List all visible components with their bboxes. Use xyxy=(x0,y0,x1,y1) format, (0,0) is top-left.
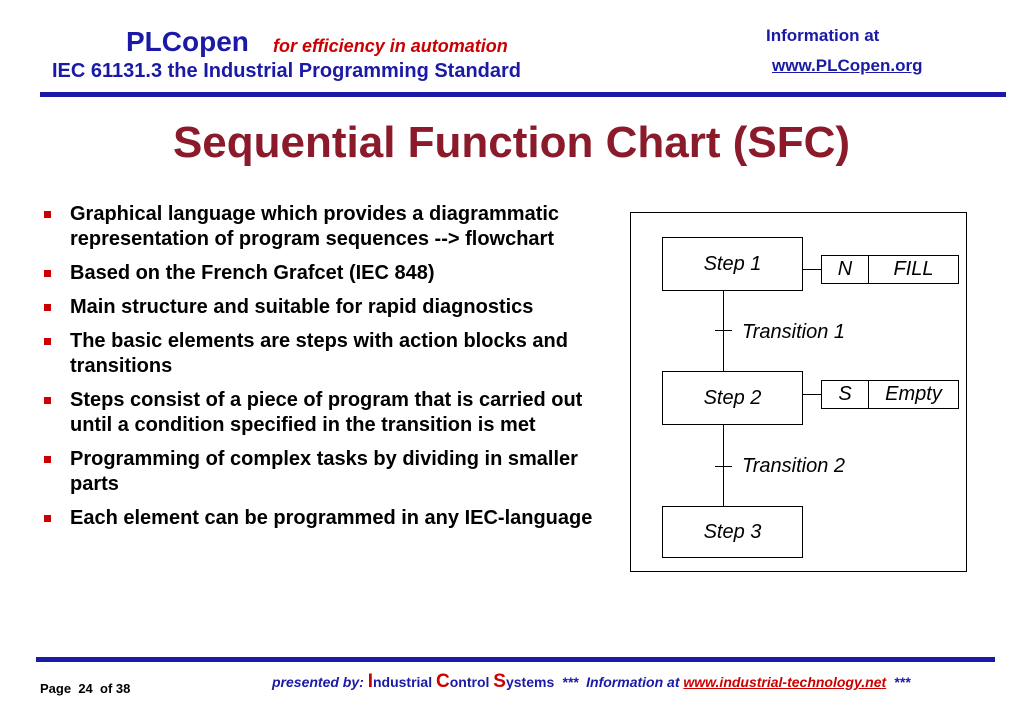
company-word-control: ontrol xyxy=(449,674,490,690)
header-subtitle: IEC 61131.3 the Industrial Programming S… xyxy=(52,60,522,82)
action-qualifier: N xyxy=(822,256,869,283)
bullet-text: Main structure and suitable for rapid di… xyxy=(70,296,534,318)
sfc-step-3: Step 3 xyxy=(662,506,803,558)
action-connector-line xyxy=(802,394,821,395)
bullet-item: Based on the French Grafcet (IEC 848) xyxy=(40,261,630,286)
bullet-item: Main structure and suitable for rapid di… xyxy=(40,295,630,320)
transition-bar xyxy=(715,330,732,331)
company-initial-s: S xyxy=(493,671,506,692)
bullet-item: Steps consist of a piece of program that… xyxy=(40,388,630,438)
page-label: Page xyxy=(40,681,72,696)
bullet-square-icon xyxy=(44,338,51,345)
bullet-square-icon xyxy=(44,456,51,463)
bullet-text: Based on the French Grafcet (IEC 848) xyxy=(70,262,435,284)
bullet-item: Each element can be programmed in any IE… xyxy=(40,506,630,531)
header-divider xyxy=(40,92,1006,97)
bullet-item: The basic elements are steps with action… xyxy=(40,329,630,379)
footer-stars: *** xyxy=(562,674,579,690)
bullet-item: Graphical language which provides a diag… xyxy=(40,202,630,252)
bullet-square-icon xyxy=(44,270,51,277)
header-info-label: Information at xyxy=(766,26,880,45)
sfc-step-1: Step 1 xyxy=(662,237,803,291)
step-label: Step 1 xyxy=(703,252,762,275)
bullet-text: Programming of complex tasks by dividing… xyxy=(70,448,578,495)
step-label: Step 3 xyxy=(703,520,762,543)
page-total: 38 xyxy=(115,681,131,696)
bullet-text: Each element can be programmed in any IE… xyxy=(70,507,593,529)
bullet-square-icon xyxy=(44,304,51,311)
bullet-text: Steps consist of a piece of program that… xyxy=(70,389,583,436)
slide-title: Sequential Function Chart (SFC) xyxy=(172,118,851,167)
bullet-list: Graphical language which provides a diag… xyxy=(40,202,630,540)
company-word-industrial: ndustrial xyxy=(372,674,433,690)
bullet-text: Graphical language which provides a diag… xyxy=(70,203,560,250)
brand-logo-text: PLCopen xyxy=(126,26,249,57)
action-name: Empty xyxy=(885,383,942,405)
bullet-item: Programming of complex tasks by dividing… xyxy=(40,447,630,497)
header-info-link[interactable]: www.PLCopen.org xyxy=(772,56,923,75)
transition-label: Transition 1 xyxy=(742,321,846,343)
action-qualifier: S xyxy=(822,381,869,408)
action-name: FILL xyxy=(893,258,934,280)
bullet-square-icon xyxy=(44,211,51,218)
footer-stars-end: *** xyxy=(893,674,911,690)
action-block-1: N FILL xyxy=(821,255,959,284)
action-connector-line xyxy=(802,269,821,270)
brand-tagline: for efficiency in automation xyxy=(273,36,508,56)
footer-info-link[interactable]: www.industrial-technology.net xyxy=(683,674,887,690)
transition-bar xyxy=(715,466,732,467)
page-number: 24 xyxy=(78,681,93,696)
bullet-square-icon xyxy=(44,515,51,522)
action-block-2: S Empty xyxy=(821,380,959,409)
page-indicator: Page 24 of 38 xyxy=(40,681,130,696)
presented-by-label: presented by: xyxy=(272,674,364,690)
company-initial-i: I xyxy=(367,671,373,692)
bullet-square-icon xyxy=(44,397,51,404)
of-label: of xyxy=(100,681,113,696)
sfc-diagram: Step 1 Step 2 Step 3 N FILL S Empty Tran… xyxy=(630,212,967,572)
company-initial-c: C xyxy=(436,671,450,692)
footer-credits: presented by: Industrial Control Systems… xyxy=(272,671,910,693)
company-word-systems: ystems xyxy=(505,674,555,690)
sfc-step-2: Step 2 xyxy=(662,371,803,425)
bullet-text: The basic elements are steps with action… xyxy=(70,330,568,377)
footer-info-label: Information at xyxy=(586,674,680,690)
footer-divider xyxy=(36,657,995,662)
transition-label: Transition 2 xyxy=(742,455,846,477)
step-label: Step 2 xyxy=(703,386,762,409)
